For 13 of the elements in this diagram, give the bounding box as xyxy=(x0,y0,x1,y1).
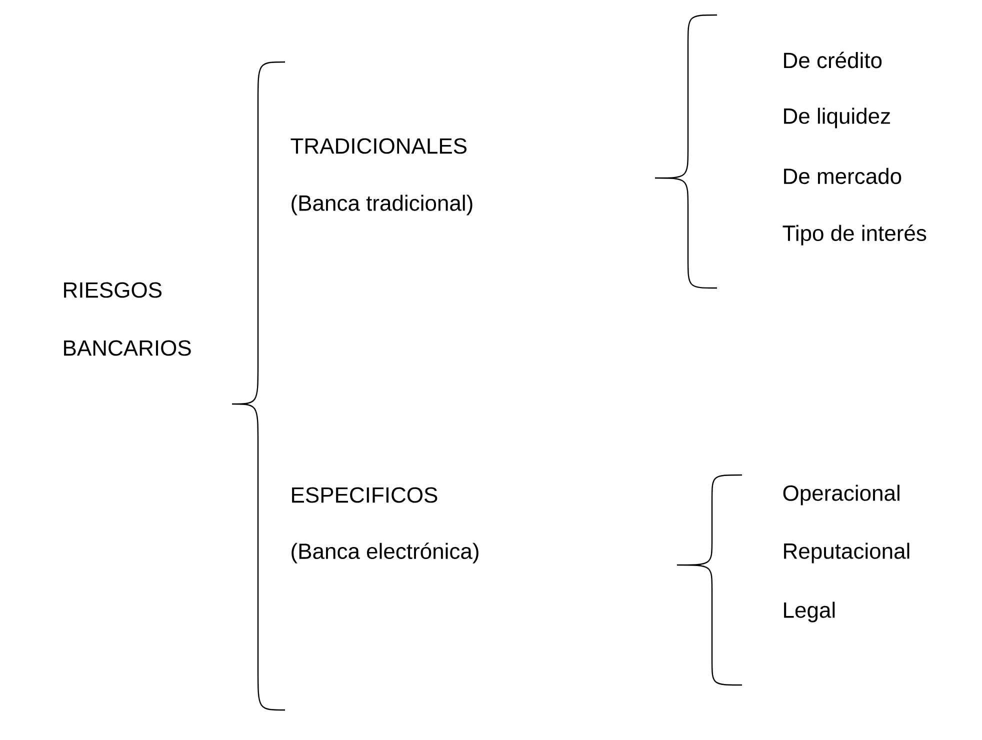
item-label: De crédito xyxy=(784,52,882,68)
category-label: RIESGOS xyxy=(64,282,162,298)
category-label: BANCARIOS xyxy=(64,340,191,356)
group-label: TRADICIONALES xyxy=(290,138,466,154)
group-note: (Banca electrónica) xyxy=(292,542,478,564)
item-label: Reputacional xyxy=(784,542,910,564)
item-label: Tipo de interés xyxy=(782,224,926,246)
group-label: ESPECIFICOS xyxy=(292,487,438,503)
item-label: Legal xyxy=(784,602,835,622)
item-label: De mercado xyxy=(784,168,902,184)
item-label: Operacional xyxy=(783,484,900,506)
group-note: (Banca tradicional) xyxy=(292,194,472,216)
item-label: De liquidez xyxy=(784,108,890,128)
